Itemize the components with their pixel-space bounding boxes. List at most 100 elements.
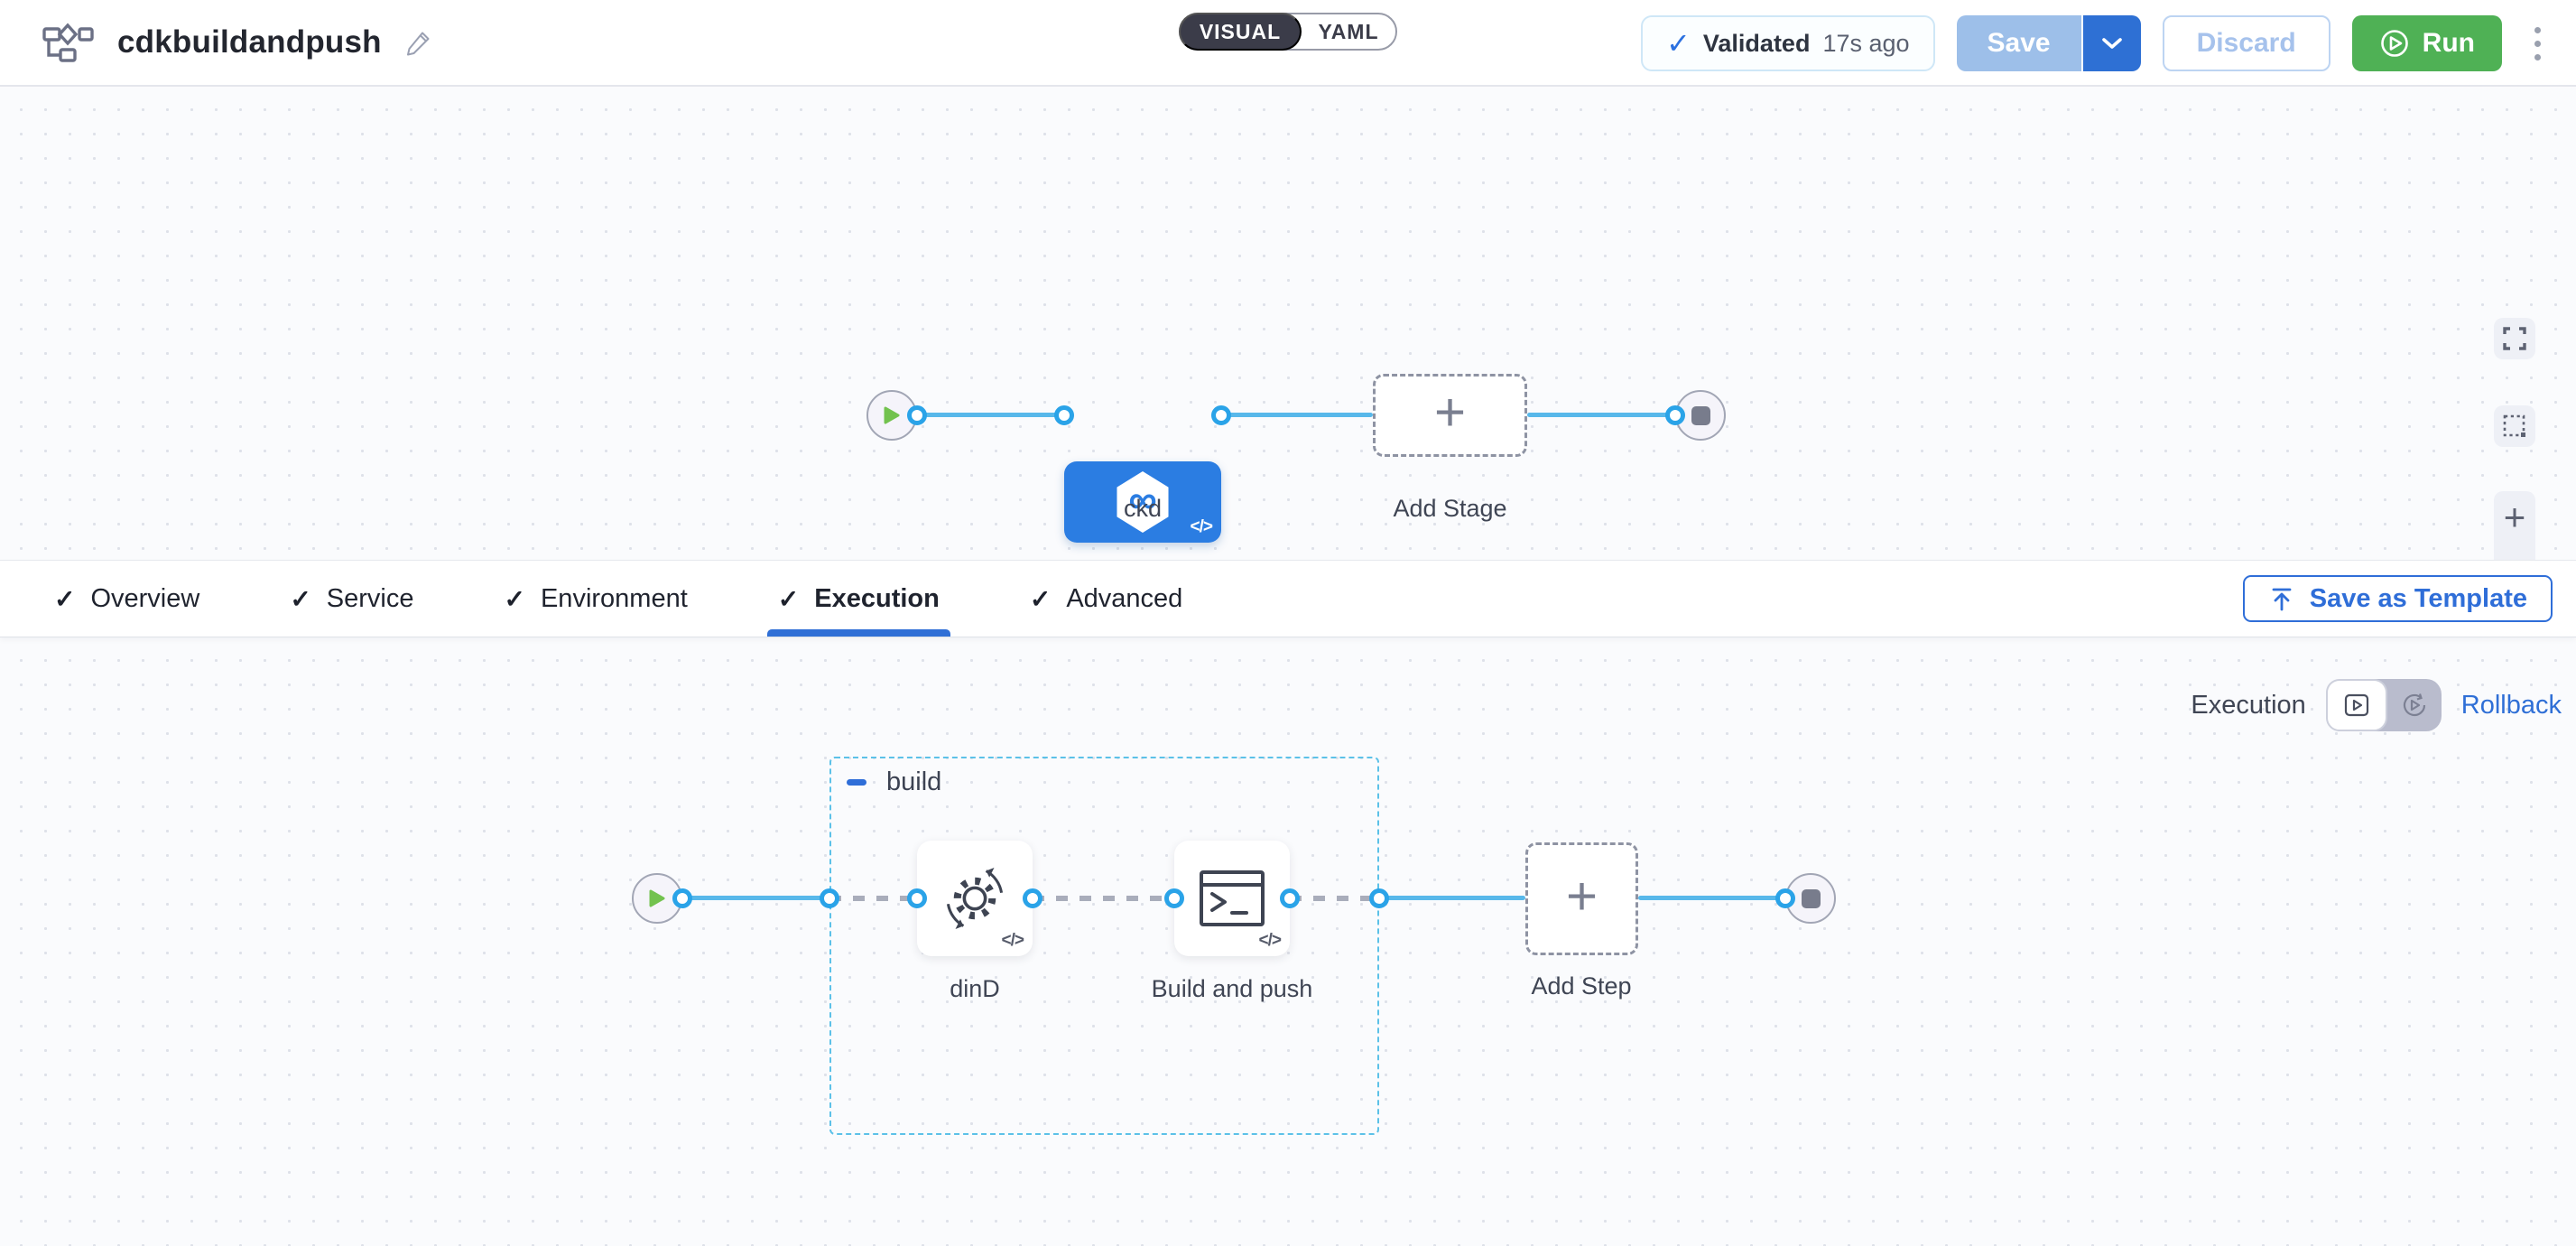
tab-environment[interactable]: ✓ Environment — [505, 561, 688, 637]
add-stage-label: Add Stage — [1393, 495, 1507, 522]
add-stage-button[interactable]: + — [1373, 374, 1527, 457]
connector-port — [820, 888, 839, 908]
tab-overview[interactable]: ✓ Overview — [54, 561, 199, 637]
tab-label: Overview — [90, 583, 200, 613]
dind-gear-sync-icon — [946, 867, 1004, 930]
step-name-label: dinD — [950, 975, 1000, 1002]
execution-mode-label: Execution — [2191, 690, 2306, 720]
upload-icon — [2272, 588, 2292, 611]
plus-icon: + — [1433, 382, 1467, 442]
save-dropdown-button[interactable] — [2082, 15, 2141, 71]
edge — [682, 896, 829, 900]
save-button[interactable]: Save — [1956, 15, 2083, 71]
tab-execution[interactable]: ✓ Execution — [766, 561, 950, 637]
edge — [1527, 413, 1675, 417]
edge — [1379, 896, 1525, 900]
stop-icon — [1691, 405, 1710, 425]
header: cdkbuildandpush VISUAL YAML ✓ Validated … — [0, 0, 2576, 87]
edge-dashed — [829, 896, 917, 901]
step-name-label: Build and push — [1151, 975, 1313, 1002]
add-step-label: Add Step — [1531, 972, 1632, 1000]
rollback-icon — [2403, 693, 2425, 717]
rollback-mode-button[interactable] — [2387, 679, 2442, 731]
save-as-template-button[interactable]: Save as Template — [2242, 575, 2553, 622]
connector-port — [907, 405, 927, 425]
save-split-button: Save — [1956, 15, 2141, 71]
connector-port — [907, 888, 927, 908]
connector-port — [1164, 888, 1184, 908]
add-step-button[interactable]: + — [1525, 842, 1638, 955]
check-icon: ✓ — [1666, 27, 1691, 60]
start-play-icon — [649, 889, 665, 907]
tab-label: Advanced — [1066, 583, 1183, 613]
run-button[interactable]: Run — [2351, 15, 2502, 71]
page-title: cdkbuildandpush — [117, 24, 382, 60]
connector-port — [1054, 405, 1074, 425]
check-icon: ✓ — [54, 584, 76, 613]
execution-mode-button[interactable] — [2325, 679, 2387, 731]
stage-tabbar: ✓ Overview ✓ Service ✓ Environment ✓ Exe… — [0, 560, 2576, 637]
pipeline-icon — [42, 23, 94, 62]
run-label: Run — [2422, 28, 2475, 58]
start-play-icon — [884, 406, 900, 424]
connector-port — [1775, 888, 1795, 908]
marquee-select-icon — [2503, 414, 2525, 437]
check-icon: ✓ — [504, 584, 525, 613]
check-icon: ✓ — [777, 584, 800, 613]
check-icon: ✓ — [1029, 584, 1052, 613]
save-as-template-label: Save as Template — [2309, 583, 2527, 613]
code-badge-icon: </> — [1190, 517, 1214, 536]
rollback-link[interactable]: Rollback — [2460, 690, 2562, 720]
edit-pencil-icon[interactable] — [405, 29, 432, 56]
chevron-down-icon — [2101, 38, 2122, 49]
connector-port — [1369, 888, 1389, 908]
step-group-header: build — [847, 767, 941, 797]
selection-button[interactable] — [2494, 405, 2535, 447]
step-group-label: build — [886, 767, 942, 796]
check-icon: ✓ — [290, 584, 311, 613]
tab-advanced[interactable]: ✓ Advanced — [1030, 561, 1182, 637]
code-badge-icon: </> — [1001, 931, 1025, 950]
step-node-build-and-push[interactable]: </> — [1174, 841, 1290, 956]
plus-icon: + — [2503, 495, 2526, 538]
stage-name-label: ckd — [1123, 495, 1163, 522]
execution-rollback-toggle — [2325, 679, 2442, 731]
visual-yaml-toggle: VISUAL YAML — [1179, 13, 1397, 51]
edge-dashed — [1033, 896, 1174, 901]
step-node-dind[interactable]: </> — [917, 841, 1033, 956]
execution-mode-switch: Execution Rollback — [2191, 679, 2562, 731]
validation-time: 17s ago — [1822, 29, 1910, 57]
edge — [1638, 896, 1785, 900]
connector-port — [1280, 888, 1300, 908]
connector-port — [1211, 405, 1231, 425]
tab-service[interactable]: ✓ Service — [290, 561, 413, 637]
pipeline-end-node[interactable] — [1675, 390, 1726, 441]
collapse-group-button[interactable] — [847, 772, 868, 794]
code-badge-icon: </> — [1258, 931, 1283, 950]
header-actions: ✓ Validated 17s ago Save Discard Run — [1641, 15, 2551, 71]
validation-status-badge[interactable]: ✓ Validated 17s ago — [1641, 15, 1935, 71]
stage-node-ckd[interactable]: ∞ </> — [1064, 461, 1221, 543]
fullscreen-icon — [2503, 327, 2526, 350]
terminal-icon — [1200, 870, 1265, 926]
edge — [1221, 413, 1373, 417]
discard-button[interactable]: Discard — [2162, 15, 2330, 71]
validation-label: Validated — [1702, 29, 1811, 57]
zoom-in-button[interactable]: + — [2494, 491, 2535, 543]
step-group-build — [829, 757, 1379, 1135]
tab-label: Environment — [540, 583, 688, 613]
more-options-button[interactable] — [2524, 15, 2551, 71]
connector-port — [672, 888, 692, 908]
execution-icon — [2344, 693, 2368, 717]
edge — [917, 413, 1064, 417]
tab-label: Execution — [814, 583, 940, 613]
connector-port — [1665, 405, 1685, 425]
connector-port — [1023, 888, 1042, 908]
fullscreen-button[interactable] — [2494, 318, 2535, 359]
plus-icon: + — [1565, 865, 1598, 926]
yaml-toggle-button[interactable]: YAML — [1302, 14, 1395, 49]
canvas-controls: + − — [2494, 318, 2535, 594]
edge-dashed — [1290, 896, 1379, 901]
visual-toggle-button[interactable]: VISUAL — [1179, 13, 1302, 51]
